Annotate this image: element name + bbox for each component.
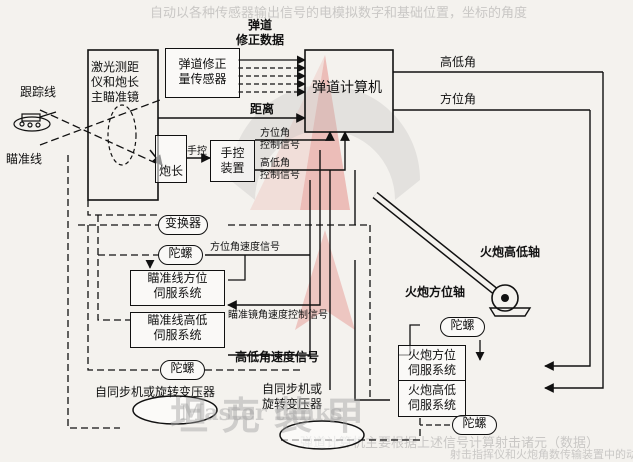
gun-azimuth-servo-block: 火炮方位 伺服系统 [399,348,465,381]
tracking-line-label: 跟踪线 [20,85,57,99]
ballistic-data-label: 弹道 修正数据 [236,18,285,47]
elevation-control-signal-label: 高低角 控制信号 [260,158,300,181]
gun-elevation-axis-label: 火炮高低轴 [480,245,541,259]
elevation-rate-signal-label: 高低角速度信号 [235,350,320,364]
hand-control-block: 手控 装置 [210,140,255,182]
background-text-bottom-2: 射击指挥仪和火炮角数传输装置中的动作过程 [450,448,633,461]
gyro-block-3: 陀螺 [440,317,485,337]
elevation-angle-label: 高低角 [440,55,477,69]
watermark-latin: Master tanks [180,400,343,426]
laser-rangefinder-block: 激光测距 仪和炮长 主瞄准镜 [91,60,140,104]
sighting-line-label: 瞄准线 [6,152,43,166]
tank-icon [13,111,57,132]
watermark-chars: 坦克装甲 [170,393,379,438]
watermark-emblem [230,55,420,330]
gyro-block-4: 陀螺 [452,415,497,435]
gun-elevation-servo-block: 火炮高低 伺服系统 [407,383,456,412]
sight-elevation-servo-block: 瞄准线高低 伺服系统 [130,312,225,348]
gunner-block: 炮长 [155,135,187,183]
azimuth-angle-label: 方位角 [440,92,477,106]
selsyn-label-2: 自同步机或 旋转变压器 [262,382,323,411]
gun-azimuth-axis-label: 火炮方位轴 [405,285,466,299]
sight-rate-signal-label: 瞄准镜角速度控制信号 [228,310,328,321]
ballistic-computer-block: 弹道计算机 [312,80,382,96]
azimuth-rate-signal-label: 方位角速度信号 [210,242,280,253]
converter-block: 变换器 [158,215,208,235]
manual-label: 手控 [187,146,207,157]
gun-barrel-icon [372,191,532,317]
background-text-top: 自动以各种传感器输出信号的电模拟数字和基础位置，坐标的角度 [150,6,528,21]
gyro-block-2: 陀螺 [160,360,205,380]
ballistic-sensor-block: 弹道修正 量传感器 [165,48,240,98]
azimuth-control-signal-label: 方位角 控制信号 [260,128,300,151]
distance-label: 距离 [250,102,275,116]
gyro-block-1: 陀螺 [158,245,203,265]
gun-servo-container: 火炮方位 伺服系统 火炮高低 伺服系统 [398,345,466,417]
selsyn-label-1: 自同步机或旋转变压器 [95,385,216,399]
sight-azimuth-servo-block: 瞄准线方位 伺服系统 [130,270,225,306]
